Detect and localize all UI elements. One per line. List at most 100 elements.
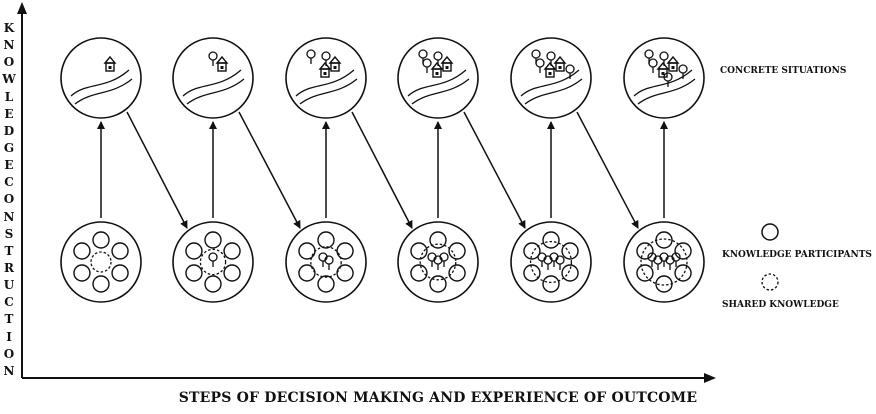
house-icon — [543, 61, 557, 78]
participant-circle — [317, 231, 335, 249]
situation-circle — [60, 37, 142, 119]
house-icon — [318, 61, 332, 78]
road-edge — [637, 78, 696, 105]
participant-circle — [185, 242, 203, 260]
house-body — [330, 62, 340, 72]
y-axis-label-letter: S — [4, 226, 14, 241]
house-roof — [656, 61, 670, 70]
arrow-diagonal — [238, 111, 301, 229]
situation-circle — [623, 37, 705, 119]
house-roof — [103, 55, 117, 64]
x-axis-arrowhead — [704, 373, 716, 383]
participant-circle — [448, 242, 466, 260]
house-roof — [328, 55, 342, 64]
participant-circle — [523, 264, 541, 282]
participant-circle — [410, 242, 428, 260]
participant-circle — [542, 231, 560, 249]
tree-crown — [565, 64, 575, 74]
tree-icon — [671, 252, 681, 267]
tree-icon — [546, 51, 556, 66]
house-body — [442, 62, 452, 72]
arrow-diagonal — [126, 111, 188, 229]
y-axis-label-letter: C — [4, 175, 14, 190]
tree-icon — [306, 49, 316, 64]
y-axis-label-letter: W — [2, 72, 16, 87]
house-window — [108, 66, 112, 69]
house-roof — [215, 55, 229, 64]
tree-icon — [549, 252, 559, 267]
house-window — [548, 72, 552, 75]
house-icon — [666, 55, 680, 72]
concrete-situation — [172, 37, 254, 119]
tree-icon — [321, 51, 331, 66]
tree-crown — [306, 49, 316, 59]
step-arrows — [97, 111, 668, 229]
tree-crown — [648, 58, 658, 68]
house-window — [558, 66, 562, 69]
participant-circle — [73, 264, 91, 282]
concrete-situation — [285, 37, 367, 119]
tree-crown — [678, 64, 688, 74]
situation-circle — [285, 37, 367, 119]
participant-circle — [204, 231, 222, 249]
house-roof — [440, 55, 454, 64]
concrete-situation — [60, 37, 142, 119]
road-edge — [186, 78, 245, 105]
house-body — [555, 62, 565, 72]
house-icon — [215, 55, 229, 72]
group-circle — [510, 221, 592, 303]
participant-circle — [92, 231, 110, 249]
y-axis-label-letter: O — [3, 346, 15, 361]
participant-circle — [336, 242, 354, 260]
knowledge-group — [172, 221, 254, 303]
y-axis-label-letter: L — [4, 89, 14, 104]
tree-icon — [208, 51, 218, 66]
house-icon — [328, 55, 342, 72]
road-edge — [70, 69, 130, 97]
legend-participant-circle — [761, 223, 779, 241]
participant-circle — [429, 231, 447, 249]
tree-icon — [427, 252, 437, 267]
tree-crown — [546, 51, 556, 61]
y-axis-label-letter: O — [3, 192, 15, 207]
house-icon — [656, 61, 670, 78]
road-edge — [295, 69, 355, 97]
concrete-situations-label: CONCRETE SITUATIONS — [720, 66, 847, 76]
tree-crown — [422, 58, 432, 68]
house-body — [668, 62, 678, 72]
tree-icon — [422, 58, 432, 73]
y-axis-label-letter: C — [4, 295, 14, 310]
tree-crown — [321, 51, 331, 61]
house-body — [217, 62, 227, 72]
participant-circle — [204, 275, 222, 293]
tree-crown — [433, 51, 443, 61]
tree-icon — [208, 252, 218, 267]
tree-icon — [318, 252, 328, 267]
participant-circle — [655, 275, 673, 293]
house-roof — [553, 55, 567, 64]
shared-knowledge-circle — [199, 248, 227, 276]
tree-crown — [418, 49, 428, 59]
y-axis-label-letter: G — [3, 140, 15, 155]
tree-icon — [659, 51, 669, 66]
group-circle — [60, 221, 142, 303]
knowledge-group — [397, 221, 479, 303]
road-edge — [524, 78, 583, 105]
house-window — [671, 66, 675, 69]
tree-crown — [535, 58, 545, 68]
concrete-situation — [397, 37, 479, 119]
shared-knowledge-circle — [529, 240, 573, 284]
y-axis-label-letter: T — [4, 312, 14, 327]
tree-icon — [433, 51, 443, 66]
participant-circle — [111, 242, 129, 260]
participant-circle — [655, 231, 673, 249]
house-window — [333, 66, 337, 69]
x-axis-label: STEPS OF DECISION MAKING AND EXPERIENCE … — [178, 390, 698, 406]
participant-circle — [298, 242, 316, 260]
legend — [761, 223, 779, 291]
shared-knowledge-circle — [640, 238, 688, 286]
tree-icon — [535, 58, 545, 73]
house-window — [435, 72, 439, 75]
situation-circle — [397, 37, 479, 119]
participant-circle — [429, 275, 447, 293]
